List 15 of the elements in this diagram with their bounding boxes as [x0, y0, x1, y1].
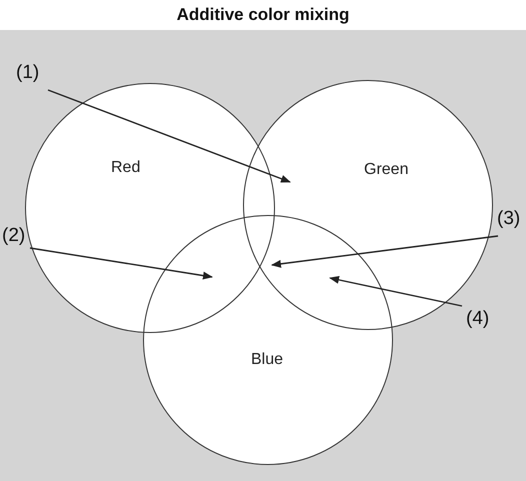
diagram-title: Additive color mixing — [176, 5, 350, 25]
leader-line — [329, 276, 462, 307]
circle — [143, 215, 393, 465]
leader-line — [30, 247, 213, 280]
callout-number: (2) — [2, 225, 26, 247]
circle-label: Green — [364, 161, 408, 179]
callout-number: (1) — [16, 62, 40, 84]
leader-line — [271, 235, 498, 268]
circle — [243, 80, 493, 330]
circle-label: Blue — [251, 351, 284, 369]
callout-number: (4) — [466, 308, 490, 330]
leader-line — [48, 89, 291, 183]
circle-label: Red — [111, 159, 140, 177]
circle — [25, 83, 275, 333]
callout-number: (3) — [497, 208, 520, 230]
